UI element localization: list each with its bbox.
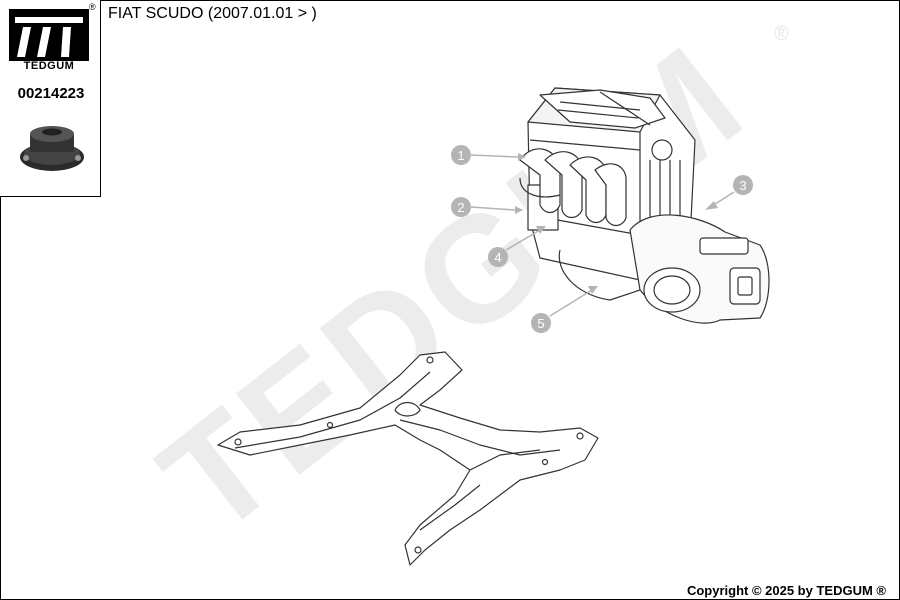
- callout-5-label: 5: [537, 316, 544, 331]
- callout-1-label: 1: [457, 148, 464, 163]
- logo-registered-mark: ®: [89, 2, 96, 12]
- copyright-notice: Copyright © 2025 by TEDGUM ®: [686, 583, 886, 598]
- callout-4-label: 4: [494, 250, 501, 265]
- tedgum-logo-icon: [9, 9, 89, 61]
- engine-assembly: [519, 87, 770, 324]
- watermark-registered: ®: [774, 23, 789, 45]
- brand-name: TEDGUM: [23, 60, 75, 72]
- callout-5: 5: [531, 286, 598, 333]
- callout-4: 4: [488, 226, 546, 267]
- callout-3: 3: [705, 175, 753, 210]
- callout-1: 1: [451, 145, 526, 165]
- part-number: 00214223: [17, 85, 85, 102]
- subframe-assembly: [217, 351, 599, 566]
- brand-panel: ® TEDGUM 00214223: [0, 0, 101, 197]
- callout-2: 2: [451, 197, 523, 217]
- engine-mount-thumbnail: [20, 126, 84, 171]
- page-title: FIAT SCUDO (2007.01.01 > ): [108, 5, 317, 22]
- callout-2-label: 2: [457, 200, 464, 215]
- callout-3-label: 3: [739, 178, 746, 193]
